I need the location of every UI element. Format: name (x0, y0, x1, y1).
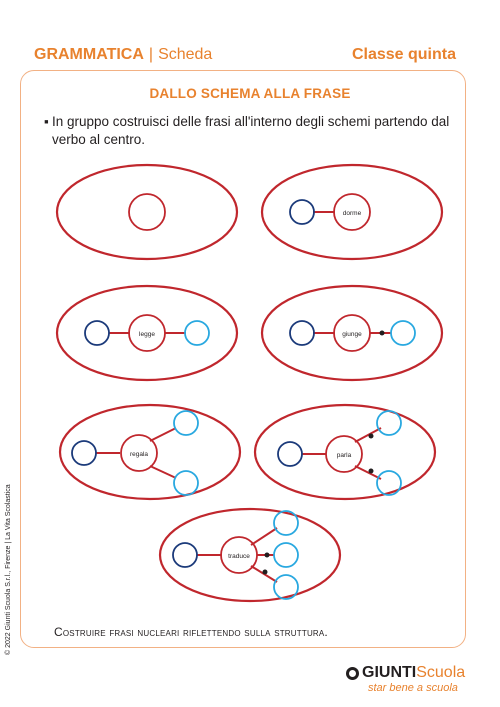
scheme-6: parla (253, 403, 437, 501)
complement-circle (184, 320, 210, 346)
scheme-3: legge (55, 284, 239, 382)
subject-circle (289, 199, 315, 225)
scheme-4: giunge (260, 284, 444, 382)
preposition-dot (264, 552, 270, 558)
verb-label: giunge (342, 331, 362, 338)
subject-circle (71, 440, 97, 466)
verb-circle (333, 314, 371, 352)
scheme-ellipse (158, 507, 342, 603)
verb-label: parla (337, 452, 352, 459)
verb-circle (333, 193, 371, 231)
verb-circle (220, 536, 258, 574)
instruction-text: In gruppo costruisci delle frasi all'int… (52, 114, 450, 147)
complement-circle (376, 410, 402, 436)
header-subject: GRAMMATICA|Scheda (34, 46, 212, 64)
scheme-ellipse (260, 284, 444, 382)
copyright: © 2022 Giunti Scuola S.r.l., Firenze | L… (5, 484, 12, 655)
scheme-ellipse (55, 163, 239, 261)
complement-circle (173, 470, 199, 496)
scheme-1 (55, 163, 239, 261)
subject-circle (84, 320, 110, 346)
header-separator: | (148, 46, 154, 63)
header-section-label: Scheda (158, 46, 213, 63)
scheme-ellipse (55, 284, 239, 382)
preposition-dot (262, 569, 268, 575)
logo-brand: GIUNTI (362, 664, 417, 681)
preposition-dot (379, 330, 385, 336)
scheme-5: regala (58, 403, 242, 501)
header-grade: Classe quinta (351, 46, 456, 63)
verb-label: legge (139, 331, 155, 338)
verb-circle (128, 314, 166, 352)
subject-circle (277, 441, 303, 467)
complement-circle (376, 470, 402, 496)
complement-circle (273, 542, 299, 568)
complement-circle (273, 574, 299, 600)
preposition-dot (368, 433, 374, 439)
logo-g-icon (346, 666, 359, 680)
verb-circle (128, 193, 166, 231)
verb-label: regala (130, 451, 148, 458)
worksheet-frame (20, 70, 466, 648)
scheme-7: traduce (158, 507, 342, 603)
logo-tagline: star bene a scuola (368, 682, 458, 694)
verb-circle (325, 435, 363, 473)
bullet-marker: ▪ (44, 114, 49, 129)
footer-note: Costruire frasi nucleari riflettendo sul… (54, 625, 328, 639)
verb-circle (120, 434, 158, 472)
subject-circle (289, 320, 315, 346)
worksheet-title: DALLO SCHEMA ALLA FRASE (149, 86, 351, 101)
logo-brand-suffix: Scuola (416, 664, 466, 681)
subject-circle (172, 542, 198, 568)
complement-circle (273, 510, 299, 536)
complement-circle (390, 320, 416, 346)
verb-label: dorme (343, 210, 362, 217)
header-subject-label: GRAMMATICA (34, 46, 144, 63)
scheme-ellipse (58, 403, 242, 501)
scheme-ellipse (253, 403, 437, 501)
preposition-dot (368, 468, 374, 474)
scheme-2: dorme (260, 163, 444, 261)
complement-circle (173, 410, 199, 436)
scheme-ellipse (260, 163, 444, 261)
verb-label: traduce (228, 553, 250, 560)
instruction: ▪ In gruppo costruisci delle frasi all'i… (44, 113, 457, 149)
